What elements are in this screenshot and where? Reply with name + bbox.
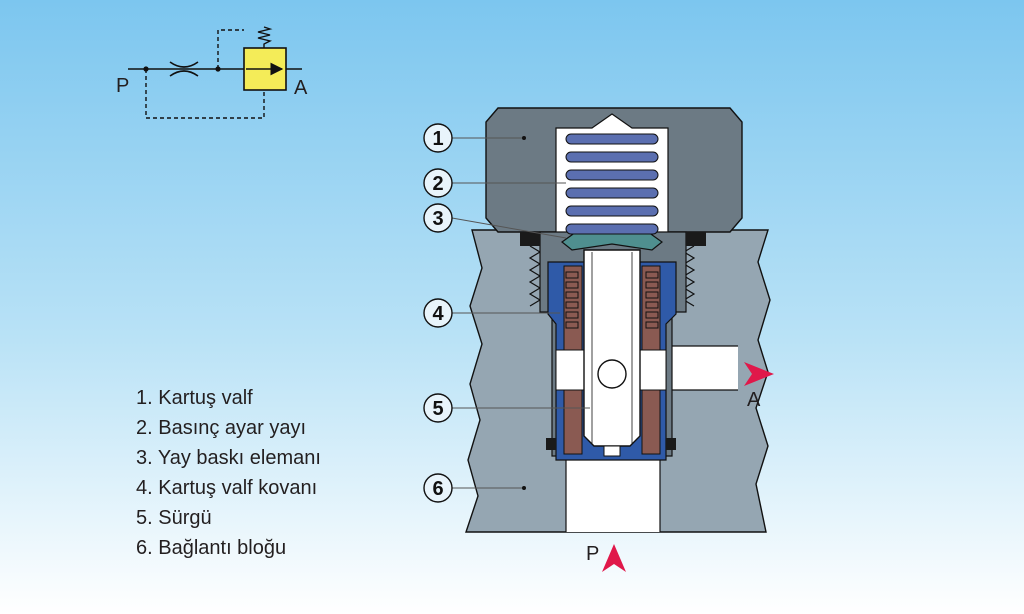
legend-item: 4. Kartuş valf kovanı — [136, 477, 318, 499]
legend-item: 5. Sürgü — [136, 507, 212, 529]
parts-legend: 1. Kartuş valf 2. Basınç ayar yayı 3. Ya… — [136, 383, 321, 563]
svg-text:1: 1 — [432, 128, 443, 150]
callouts: 1 2 3 4 5 6 — [423, 123, 590, 503]
callout-2: 2 — [423, 168, 453, 198]
svg-text:4: 4 — [432, 303, 444, 325]
callout-1: 1 — [423, 123, 453, 153]
seal-left — [520, 232, 540, 246]
block-bore — [566, 456, 660, 532]
a-port-channel — [660, 346, 738, 390]
callout-6: 6 — [423, 473, 453, 503]
seal-right — [686, 232, 706, 246]
sleeve-slots — [565, 271, 659, 329]
a-port-arrow — [744, 362, 774, 386]
p-port-arrow — [602, 544, 626, 572]
pressure-spring — [565, 133, 659, 235]
legend-item: 1. Kartuş valf — [136, 387, 253, 409]
legend-item: 2. Basınç ayar yayı — [136, 417, 307, 439]
seal-lower-left — [546, 438, 556, 450]
callout-3: 3 — [423, 203, 453, 233]
legend-item: 6. Bağlantı bloğu — [136, 537, 287, 559]
hydraulic-symbol — [128, 26, 302, 119]
callout-4: 4 — [423, 298, 453, 328]
svg-text:2: 2 — [432, 173, 443, 195]
svg-text:3: 3 — [432, 208, 443, 230]
spool-hole — [597, 359, 627, 389]
seal-lower-right — [666, 438, 676, 450]
symbol-port-a: A — [294, 77, 308, 99]
svg-text:5: 5 — [432, 398, 443, 420]
p-port-label: P — [586, 543, 599, 565]
symbol-port-p: P — [116, 75, 129, 97]
legend-item: 3. Yay baskı elemanı — [136, 447, 321, 469]
svg-text:6: 6 — [432, 478, 443, 500]
spool — [583, 249, 641, 447]
a-port-label: A — [747, 389, 761, 411]
callout-5: 5 — [423, 393, 453, 423]
